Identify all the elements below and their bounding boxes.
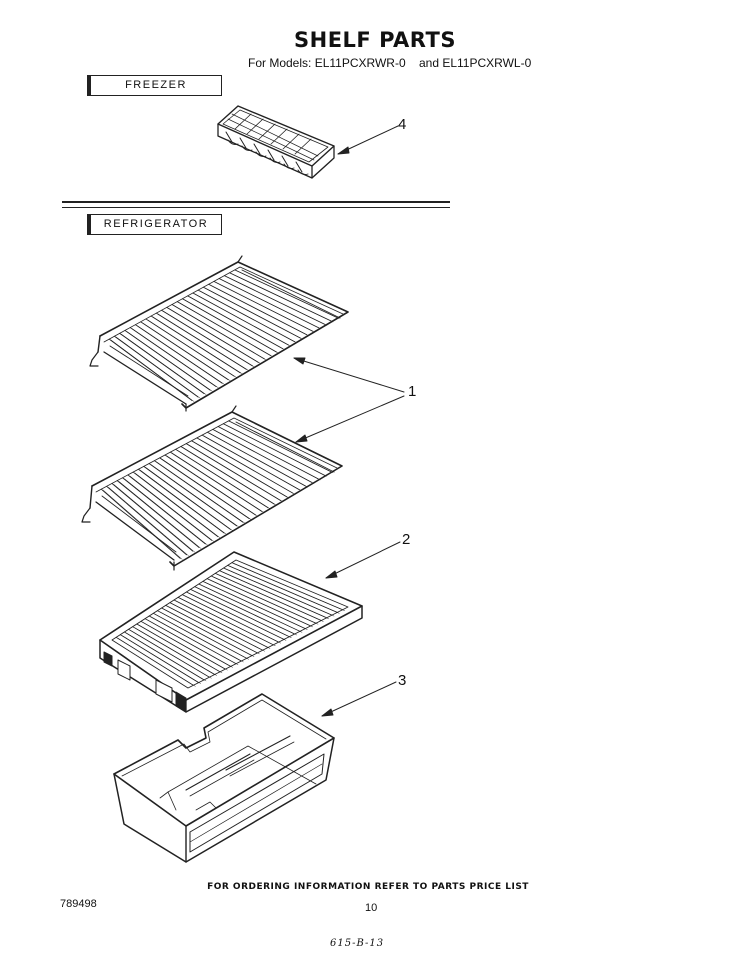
page-number: 10 — [365, 902, 378, 914]
models-prefix: For Models: — [248, 56, 312, 70]
model-joiner: and — [418, 56, 439, 70]
document-number: 789498 — [60, 898, 97, 910]
section-divider-thick — [62, 201, 450, 203]
model-number-1: EL11PCXRWR-0 — [314, 56, 406, 70]
callout-number-crisper-cover: 2 — [402, 531, 411, 548]
callout-number-crisper-pan: 3 — [398, 672, 407, 689]
ice-cube-tray — [217, 105, 335, 179]
freezer-section-label: FREEZER — [90, 75, 222, 96]
ordering-note: FOR ORDERING INFORMATION REFER TO PARTS … — [207, 882, 529, 892]
page-title: SHELF PARTS — [294, 28, 456, 52]
leader-lines — [293, 125, 405, 717]
crisper-cover-frame — [99, 551, 363, 713]
model-number-2: EL11PCXRWL-0 — [442, 56, 532, 70]
refrigerator-section-label: REFRIGERATOR — [90, 214, 222, 235]
crisper-pan — [113, 693, 335, 863]
callout-number-wire-shelves: 1 — [408, 383, 417, 400]
handwritten-note: 615-B-13 — [330, 938, 385, 949]
models-line: For Models: EL11PCXRWR-0 and EL11PCXRWL-… — [248, 56, 531, 70]
callout-number-ice-tray: 4 — [398, 116, 407, 133]
wire-shelf-lower — [81, 405, 343, 571]
section-divider-thin — [62, 207, 450, 208]
wire-shelf-upper — [89, 255, 349, 412]
